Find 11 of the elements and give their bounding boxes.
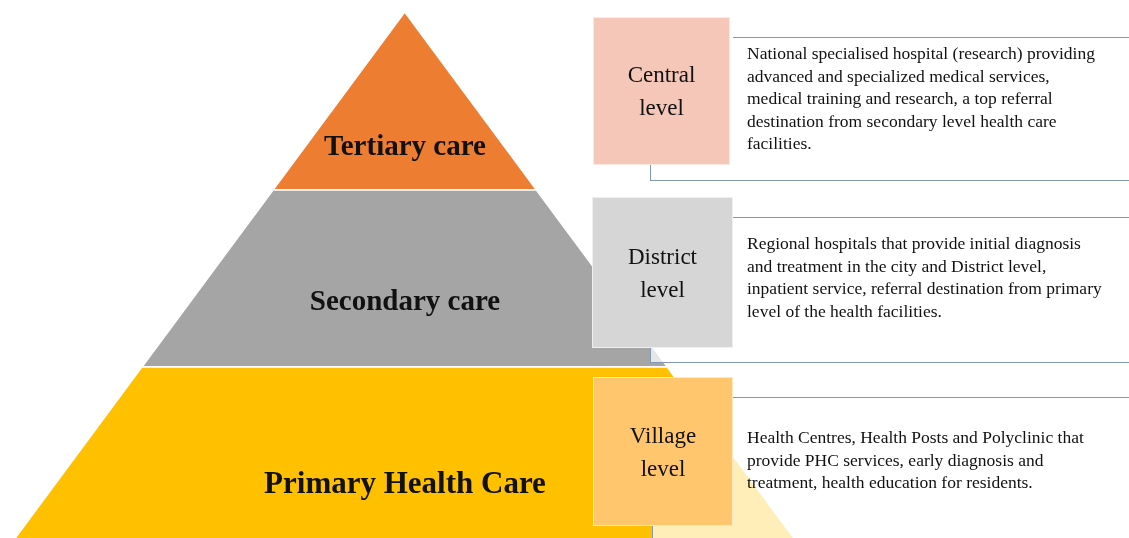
description-panel <box>733 217 1129 363</box>
level-box: District level <box>592 197 733 348</box>
tier-title: Secondary care <box>309 284 501 317</box>
tier-title: Tertiary care <box>324 129 486 162</box>
description-text: Regional hospitals that provide initial diagnosis and treatment in the city and District level, inpatient service, referral destination from primary level of the health facilities. <box>747 232 1103 322</box>
description-text: Health Centres, Health Posts and Polyclinic that provide PHC services, early diagnosis and treatment, health education for residents. <box>747 426 1085 494</box>
description-text: National specialised hospital (research) providing advanced and specialized medical services, medical training and research, a top referral destination from secondary level health care facilities. <box>747 42 1096 155</box>
description-panel <box>733 397 1129 538</box>
description-panel <box>733 37 1129 181</box>
tier-title: Primary Health Care <box>264 465 546 501</box>
level-box: Central level <box>593 17 730 165</box>
